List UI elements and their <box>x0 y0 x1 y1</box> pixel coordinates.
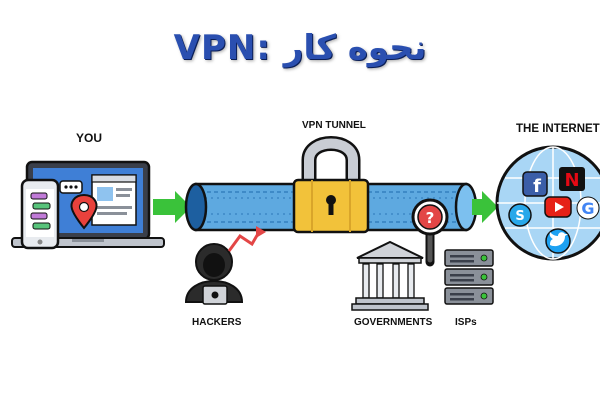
arrow-right-icon <box>153 191 191 223</box>
server-rack-icon <box>444 249 494 305</box>
youtube-icon <box>544 196 572 218</box>
magnifier-icon: ? <box>411 198 449 267</box>
facebook-icon: f <box>522 171 548 197</box>
netflix-icon: N <box>559 167 585 191</box>
svg-text:f: f <box>533 176 541 197</box>
label-isps: ISPs <box>455 317 477 328</box>
location-pin-icon <box>70 193 98 230</box>
label-hackers: HACKERS <box>192 317 242 328</box>
label-you: YOU <box>76 131 103 145</box>
label-the-internet: THE INTERNET <box>516 123 600 135</box>
hacker-icon <box>184 243 244 305</box>
svg-text:S: S <box>515 209 524 224</box>
label-governments: GOVERNMENTS <box>354 317 433 328</box>
skype-icon: S <box>508 203 532 227</box>
arrow-right-icon-2 <box>472 191 498 223</box>
svg-text:?: ? <box>426 209 435 227</box>
phone-icon <box>20 178 60 250</box>
page-title: VPN: نحوه کار <box>173 28 427 68</box>
government-building-icon <box>351 240 429 311</box>
hacker-attack-arrow <box>227 226 266 252</box>
padlock-icon <box>292 136 370 234</box>
google-icon: G <box>576 196 600 220</box>
label-vpn-tunnel: VPN TUNNEL <box>302 120 366 131</box>
twitter-icon <box>545 228 571 254</box>
svg-text:G: G <box>581 199 594 218</box>
svg-text:N: N <box>564 170 579 191</box>
